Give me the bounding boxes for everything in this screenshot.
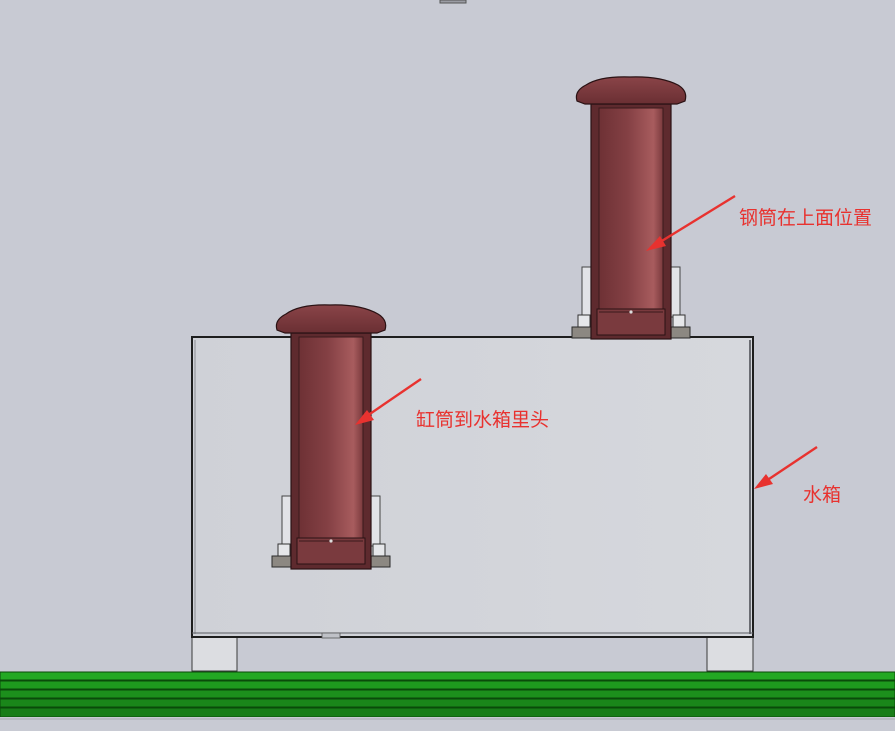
annotation-cylinder-in-tank: 缸筒到水箱里头: [416, 409, 550, 431]
arrow-cylinder-in: [355, 378, 422, 425]
ground-rails: [0, 670, 895, 727]
arrow-steel-top: [646, 194, 736, 251]
tank-foot-right: [706, 636, 754, 672]
steel-cylinder-top: [571, 76, 691, 340]
annotation-steel-cylinder-top: 钢筒在上面位置: [739, 207, 873, 229]
arrow-tank: [754, 446, 818, 489]
annotation-water-tank: 水箱: [803, 484, 842, 506]
top-edge-tab: [439, 0, 467, 4]
tank-foot-left: [191, 636, 238, 672]
water-tank: [191, 336, 754, 639]
cylinder-in-tank: [271, 304, 391, 570]
